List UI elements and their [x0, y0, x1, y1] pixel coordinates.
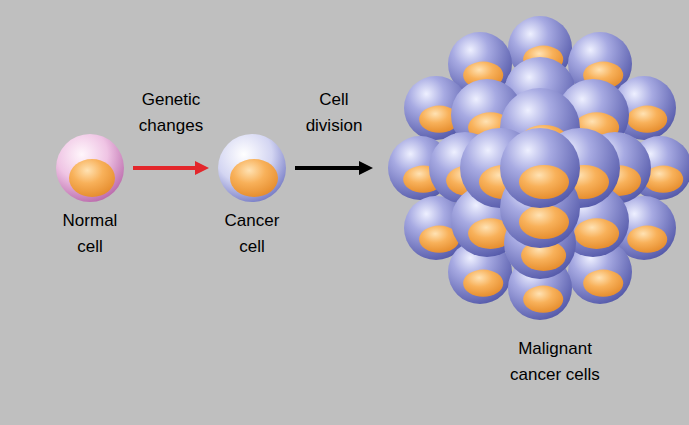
cell-membrane — [56, 134, 124, 202]
arrow-label: Genetic changes — [131, 87, 211, 139]
arrow-head — [359, 161, 373, 175]
cell-nucleus — [69, 159, 115, 197]
cell-label: Normal cell — [52, 208, 128, 260]
arrow-head — [195, 161, 209, 175]
cell-label: Cancer cell — [214, 208, 290, 260]
process-arrow — [295, 161, 373, 175]
malignant-cluster: Malignant cancer cells — [378, 0, 689, 392]
arrow-shaft — [133, 166, 196, 170]
arrow-label: Cell division — [294, 87, 374, 139]
cancer-cell-drawing — [218, 134, 286, 202]
tumor-cell — [500, 128, 580, 208]
normal-cell-drawing — [56, 134, 124, 202]
tumor-cluster — [388, 16, 689, 320]
arrow-shaft — [295, 166, 360, 170]
cell-membrane — [218, 134, 286, 202]
normal-cell: Normal cell — [52, 132, 128, 257]
cancer-cell: Cancer cell — [214, 132, 290, 257]
cell-nucleus — [230, 159, 278, 197]
cell-label: Malignant cancer cells — [495, 336, 615, 388]
process-arrow — [133, 161, 209, 175]
